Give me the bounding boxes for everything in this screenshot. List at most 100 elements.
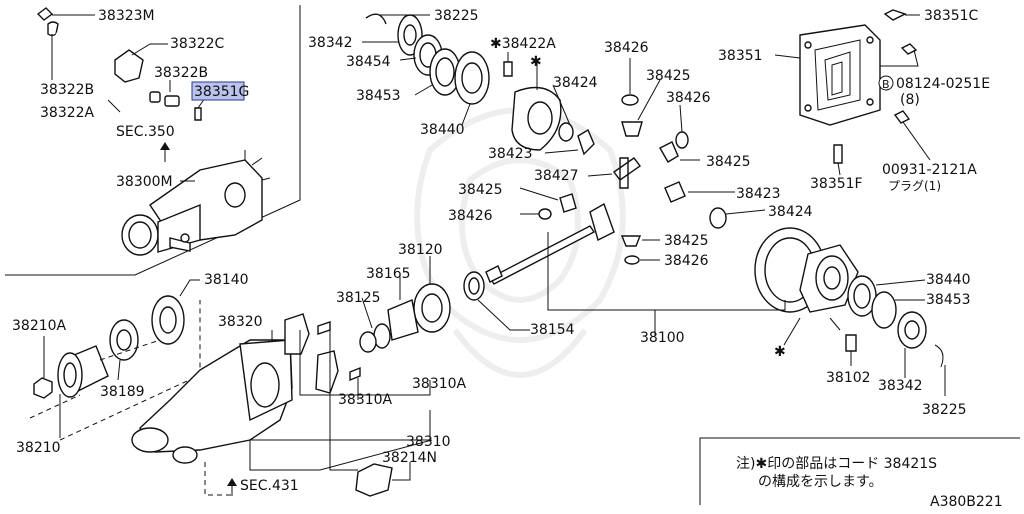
label-38424-top: 38424 [553,75,598,91]
hose-clamp-38322B-right [149,91,161,103]
asterisk-case: ✱ [774,344,786,360]
differential-carrier-38300M [121,150,271,256]
bolt-circle-letter: B [882,78,890,91]
label-38453-top: 38453 [356,88,401,104]
stud-38351F [833,144,843,164]
note-line-1: 注)✱印の部品はコード 38421S [736,456,937,472]
pinion-and-ring-gear [463,202,946,396]
label-38310A-b: 38310A [338,392,393,408]
label-38189: 38189 [100,384,145,400]
highlight-38351G [191,81,245,101]
pinion-38425-c [559,193,577,213]
label-38351: 38351 [718,48,763,64]
pinion-38425-b [659,141,679,163]
upper-gear-train [362,13,766,265]
label-38154: 38154 [530,322,575,338]
spacer-38165 [387,299,419,341]
pinion-38425-a [621,121,643,137]
bolt-38422A [503,61,513,77]
cross-shaft-38427 [613,157,641,189]
pinion-bearing-stack [359,256,451,353]
label-38322B-left: 38322B [40,82,94,98]
note-frame [699,437,1020,505]
rear-cover-38351 [774,9,931,176]
label-38440-top: 38440 [420,122,465,138]
diagram-id: A380B221 [930,494,1003,510]
hose-bracket-38322C [114,49,144,83]
label-38214N: 38214N [382,450,437,466]
label-38425-a: 38425 [646,68,691,84]
washer-38424-mid [709,207,727,229]
bolt-38102 [845,334,857,352]
note-line-2: の構成を示します。 [758,474,883,490]
label-38425-b: 38425 [706,154,751,170]
label-38300M: 38300M [116,174,173,190]
bolt-circle-symbol [878,75,894,91]
breather-38351G [194,107,202,121]
label-38342-bot: 38342 [878,378,923,394]
label-38426-b: 38426 [666,90,711,106]
ring-38214N [355,463,393,497]
race-38453-bot [871,291,897,329]
label-38351F: 38351F [810,176,863,192]
label-38453-bot: 38453 [926,292,971,308]
gear-38423-top [577,128,595,156]
label-38320: 38320 [218,314,263,330]
nut-38210A [33,377,53,399]
breather-hose-assembly [36,7,206,162]
label-38427: 38427 [534,168,579,184]
carrier-housing-assembly [29,279,433,497]
label-38225-top: 38225 [434,8,479,24]
label-38422A: ✱38422A [490,36,556,52]
washer-38426-d [624,255,640,265]
connector-38322A [164,95,180,107]
label-sec-431[interactable]: SEC.431 [240,478,299,494]
label-38425-c: 38425 [458,182,503,198]
label-00931-sub: プラグ(1) [888,179,941,193]
label-38426-c: 38426 [448,208,493,224]
label-38425-d: 38425 [664,233,709,249]
washer-38426-b [675,131,689,149]
label-38210A: 38210A [12,318,67,334]
label-38423-top: 38423 [488,146,533,162]
washer-38424-top [558,122,574,142]
label-38210: 38210 [16,440,61,456]
label-38351C: 38351C [924,8,979,24]
hose-clip-38323M [36,7,54,21]
label-38310A-a: 38310A [412,376,467,392]
label-38322B-right: 38322B [154,65,208,81]
label-38102: 38102 [826,370,871,386]
label-38125: 38125 [336,290,381,306]
label-38424-mid: 38424 [768,204,813,220]
label-38423-mid: 38423 [736,186,781,202]
drive-pinion-38100 [488,225,596,285]
label-38323M: 38323M [98,8,155,24]
part-labels: 38323M 38322C 38322B 38322B 38322A 38351… [12,8,1003,510]
label-08124: 08124-0251E [896,76,990,92]
label-sec-350[interactable]: SEC.350 [116,124,175,140]
label-38140: 38140 [204,272,249,288]
plug-00931 [893,110,911,124]
label-38165: 38165 [366,266,411,282]
label-38310: 38310 [406,434,451,450]
label-00931: 00931-2121A [882,162,977,178]
label-08124-qty: (8) [900,92,920,108]
gear-38423-mid [664,181,686,203]
washer-38426-a [621,94,639,106]
bearing-cap-top [284,313,310,355]
label-38426-d: 38426 [664,253,709,269]
label-38426-a: 38426 [604,40,649,56]
label-38120: 38120 [398,242,443,258]
label-38322C: 38322C [170,36,225,52]
pinion-38425-d [620,235,642,247]
label-38225-bot: 38225 [922,402,967,418]
bearing-cap-bottom [315,350,339,394]
label-38454: 38454 [346,54,391,70]
stud-38351C [883,9,907,21]
label-38100: 38100 [640,330,685,346]
label-38351G[interactable]: 38351G [194,84,249,100]
label-38322A: 38322A [40,105,95,121]
asterisk-38422A: ✱ [530,54,542,70]
